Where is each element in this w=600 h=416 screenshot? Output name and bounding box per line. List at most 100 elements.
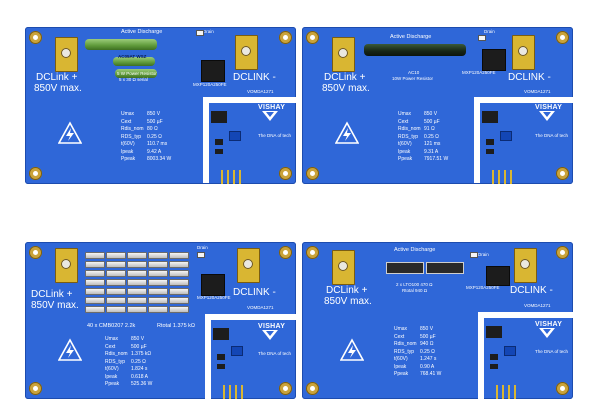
mounting-hole [29,382,42,395]
dclink-plus-label: DCLink + [36,72,78,83]
part-number: VOMDA1271 [247,89,274,94]
smd-component [486,149,494,154]
mounting-hole [306,167,319,180]
pcb-board-ac05at: Active Discharge Drain AC05AT WSZ 5 W Po… [25,27,296,184]
resistor-name: AC05AT WSZ [118,54,147,59]
optocoupler-chip [486,326,502,338]
mounting-hole [279,246,292,259]
silkscreen-marking [474,97,480,183]
dclink-plus-label: DCLink + [326,285,368,296]
vishay-logo-icon [539,111,555,121]
dclink-plus-terminal [55,37,78,72]
mosfet-chip [201,274,225,296]
power-resistor [115,69,157,78]
mounting-hole [556,167,569,180]
drain-label: Drain [484,29,495,34]
silkscreen-marking [203,97,209,183]
tagline: The DNA of tech [535,133,569,138]
high-voltage-warning-icon [340,338,364,361]
smd-component [217,354,225,360]
voltage-max-label: 850V max. [34,83,82,94]
brand-logo: VISHAY [258,323,286,330]
dclink-minus-terminal [235,35,258,70]
dclink-plus-terminal [332,250,355,285]
mounting-hole [306,31,319,44]
led [196,30,204,36]
power-resistor [426,262,464,274]
mosfet-label: MXP120A250FE [193,82,227,87]
diode [500,131,512,141]
header-pins [496,385,518,399]
voltage-max-label: 850V max. [322,83,370,94]
resistor-rating: 10W Power Resistor [392,76,434,81]
pcb-board-lto100: Active Discharge Drain 2 x LTO100 470 Ω … [302,242,573,399]
smd-component [490,354,498,360]
led [478,35,486,41]
led [470,252,478,258]
smd-component [215,139,223,145]
mounting-hole [556,382,569,395]
dclink-minus-terminal [514,248,537,283]
power-resistor [113,57,155,66]
brand-logo: VISHAY [535,321,563,328]
diode [229,131,241,141]
tagline: The DNA of tech [258,351,292,356]
power-resistor [386,262,424,274]
silkscreen-marking [203,97,296,103]
resistor-total: Rtotal 1.375 kΩ [157,323,196,329]
dclink-plus-terminal [55,248,78,283]
diode [231,346,243,356]
drain-label: Drain [197,245,208,250]
vishay-logo-icon [539,328,555,338]
mounting-hole [29,246,42,259]
smd-component [490,364,498,369]
silkscreen-marking [478,312,573,318]
smd-component [486,139,494,145]
brand-logo: VISHAY [535,104,563,111]
high-voltage-warning-icon [58,121,82,144]
mounting-hole [279,167,292,180]
mounting-hole [556,31,569,44]
mosfet-chip [486,266,510,286]
diode [504,346,516,356]
mounting-hole [306,382,319,395]
resistor-name: AC10 [408,70,420,75]
mosfet-label: MXP120A250FE [462,70,496,75]
silkscreen-marking [478,312,484,399]
header-pins [223,385,245,399]
resistor-array-label: 40 x CMB0207 2.2k [87,323,136,329]
power-resistor [364,44,466,56]
part-number: VOMDA1271 [524,303,551,308]
drain-label: Drain [478,252,489,257]
vishay-logo-icon [262,330,278,340]
mounting-hole [279,31,292,44]
dclink-minus-terminal [512,35,535,70]
tagline: The DNA of tech [258,133,292,138]
mounting-hole [29,167,42,180]
dclink-minus-label: DCLINK - [508,72,551,83]
dclink-minus-label: DCLINK - [510,285,553,296]
mosfet-label: MXP120A250FE [197,295,231,300]
optocoupler-chip [482,111,498,123]
mounting-hole [29,31,42,44]
header-pins [221,170,243,184]
optocoupler-chip [211,111,227,123]
high-voltage-warning-icon [58,338,82,361]
optocoupler-chip [213,328,229,340]
smd-component [217,364,225,369]
pcb-board-ac10: Active Discharge Drain AC10 10W Power Re… [302,27,573,184]
vishay-logo-icon [262,111,278,121]
board-title: Active Discharge [121,29,163,35]
mosfet-chip [201,60,225,82]
power-resistor [85,39,157,50]
dclink-plus-label: DCLink + [324,72,366,83]
led [197,252,205,258]
dclink-minus-label: DCLINK - [233,72,276,83]
voltage-max-label: 850V max. [31,300,79,311]
voltage-max-label: 850V max. [324,296,372,307]
silkscreen-marking [205,314,211,399]
drain-label: Drain [203,29,214,34]
